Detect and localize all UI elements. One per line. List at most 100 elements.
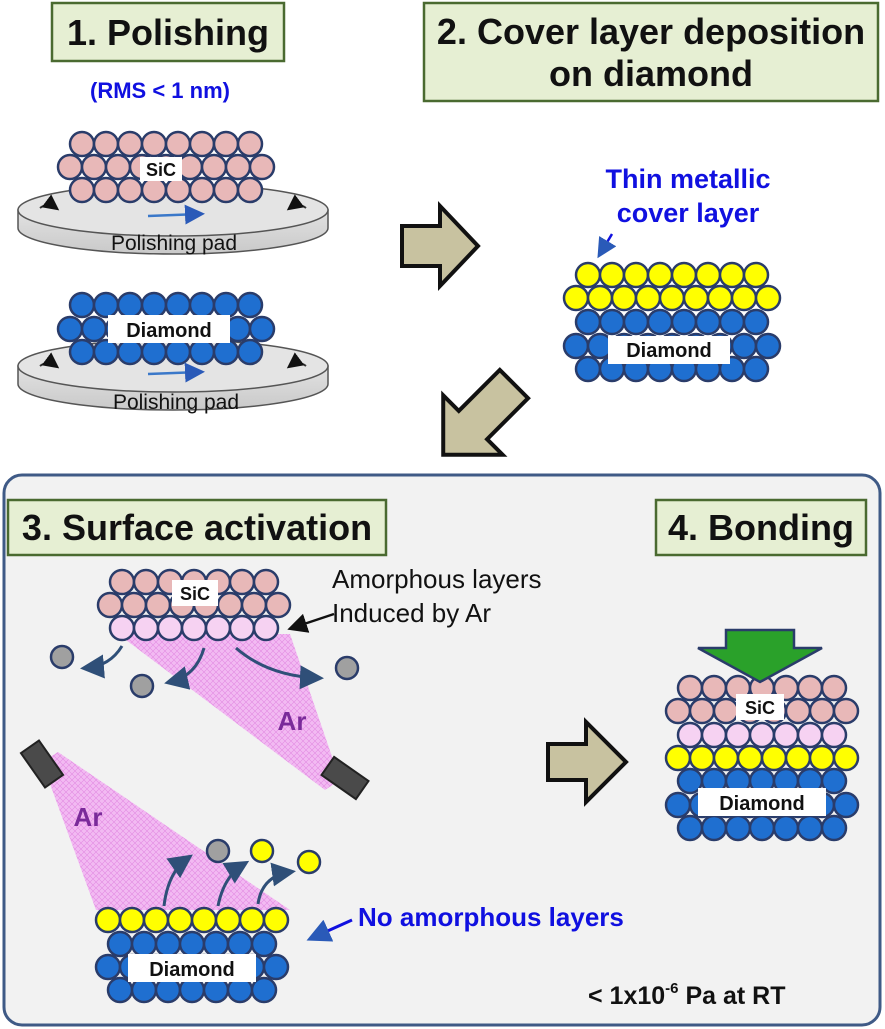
atom — [188, 291, 216, 319]
atom — [694, 261, 722, 289]
atom — [212, 291, 240, 319]
atom — [132, 614, 160, 642]
atom — [712, 744, 740, 772]
atom — [116, 176, 144, 204]
ion-gun-upper — [320, 755, 370, 801]
atom — [622, 261, 650, 289]
atom — [664, 697, 692, 725]
rotation-arrows-top — [39, 194, 307, 225]
ar-label-lower: Ar — [74, 802, 103, 832]
atom — [236, 291, 264, 319]
atom — [610, 284, 638, 312]
atom — [598, 261, 626, 289]
atom — [92, 338, 120, 366]
pressure-arrow — [697, 628, 823, 684]
atom — [252, 568, 280, 596]
atom — [140, 130, 168, 158]
atom — [144, 591, 172, 619]
atom — [238, 906, 266, 934]
cover-label-line1: Thin metallic — [605, 164, 770, 194]
svg-text:SiC: SiC — [180, 584, 210, 604]
atom — [166, 906, 194, 934]
process-arrow-1-to-2 — [400, 200, 481, 292]
atom — [742, 308, 770, 336]
sic-chip-polish: SiC — [140, 157, 182, 181]
atom — [56, 153, 84, 181]
amorphous-label-line2: Induced by Ar — [332, 598, 491, 628]
atom — [188, 130, 216, 158]
atom — [68, 338, 96, 366]
atom — [116, 291, 144, 319]
atom — [700, 814, 728, 842]
atom — [108, 614, 136, 642]
atom — [224, 153, 252, 181]
atom — [240, 591, 268, 619]
atom — [808, 744, 836, 772]
atom — [80, 153, 108, 181]
diamond-chip-cover: Diamond — [608, 336, 730, 364]
atom — [264, 591, 292, 619]
atom — [598, 308, 626, 336]
step2-title-line2: on diamond — [549, 53, 753, 94]
atom — [116, 338, 144, 366]
atom — [700, 674, 728, 702]
atom — [200, 153, 228, 181]
atom — [228, 614, 256, 642]
atom — [180, 614, 208, 642]
atom — [676, 674, 704, 702]
atom — [574, 308, 602, 336]
atom — [236, 176, 264, 204]
atom — [142, 906, 170, 934]
atom — [164, 338, 192, 366]
atom — [664, 744, 692, 772]
atom — [646, 261, 674, 289]
amorphous-label-line1: Amorphous layers — [332, 564, 542, 594]
amorphous-pointer-arrow — [287, 612, 335, 633]
svg-text:Diamond: Diamond — [626, 340, 712, 362]
diamond-crystal-cover — [562, 261, 782, 383]
sic-crystal-polish — [56, 130, 276, 204]
atom — [796, 721, 824, 749]
atom — [562, 332, 590, 360]
atom — [104, 153, 132, 181]
sic-chip-activation: SiC — [172, 580, 218, 606]
atom — [646, 308, 674, 336]
atom — [92, 291, 120, 319]
atom — [156, 614, 184, 642]
atom — [742, 355, 770, 383]
diamond-chip-bonding: Diamond — [698, 788, 826, 816]
step4-title: 4. Bonding — [668, 507, 854, 548]
atom — [164, 291, 192, 319]
atom — [622, 308, 650, 336]
atom — [228, 568, 256, 596]
atom — [832, 697, 860, 725]
atom — [68, 130, 96, 158]
step1-title-box: 1. Polishing — [50, 1, 286, 63]
atom — [742, 261, 770, 289]
atom — [204, 614, 232, 642]
atom — [212, 130, 240, 158]
polishing-pad-label-top: Polishing pad — [111, 232, 237, 255]
sputtered-atoms-lower — [162, 838, 322, 907]
step1-title: 1. Polishing — [67, 12, 269, 53]
atom — [154, 930, 182, 958]
atom — [188, 176, 216, 204]
atom — [120, 591, 148, 619]
atom — [80, 315, 108, 343]
atom — [724, 814, 752, 842]
no-amorphous-pointer-arrow — [306, 918, 353, 942]
atom — [634, 284, 662, 312]
atom — [748, 814, 776, 842]
atom — [92, 130, 120, 158]
atom — [736, 744, 764, 772]
atom — [820, 721, 848, 749]
no-amorphous-label: No amorphous layers — [358, 902, 624, 932]
atom — [748, 721, 776, 749]
atom — [262, 953, 290, 981]
atom — [670, 308, 698, 336]
polishing-pad-label-bottom: Polishing pad — [113, 391, 239, 414]
atom — [718, 261, 746, 289]
pressure-condition: < 1x10-6 Pa at RT — [588, 980, 786, 1010]
atom — [832, 791, 860, 819]
atom — [676, 814, 704, 842]
